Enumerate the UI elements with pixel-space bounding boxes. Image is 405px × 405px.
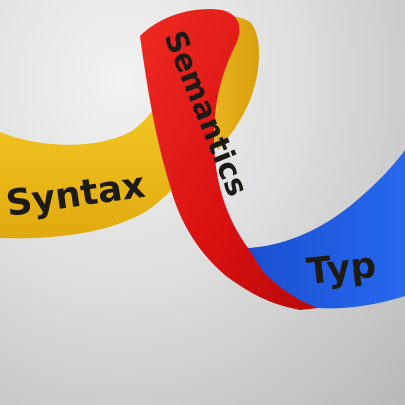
types-ribbon: [248, 150, 405, 309]
types-label: Typ: [305, 245, 378, 293]
semantics-ribbon: [140, 9, 318, 310]
